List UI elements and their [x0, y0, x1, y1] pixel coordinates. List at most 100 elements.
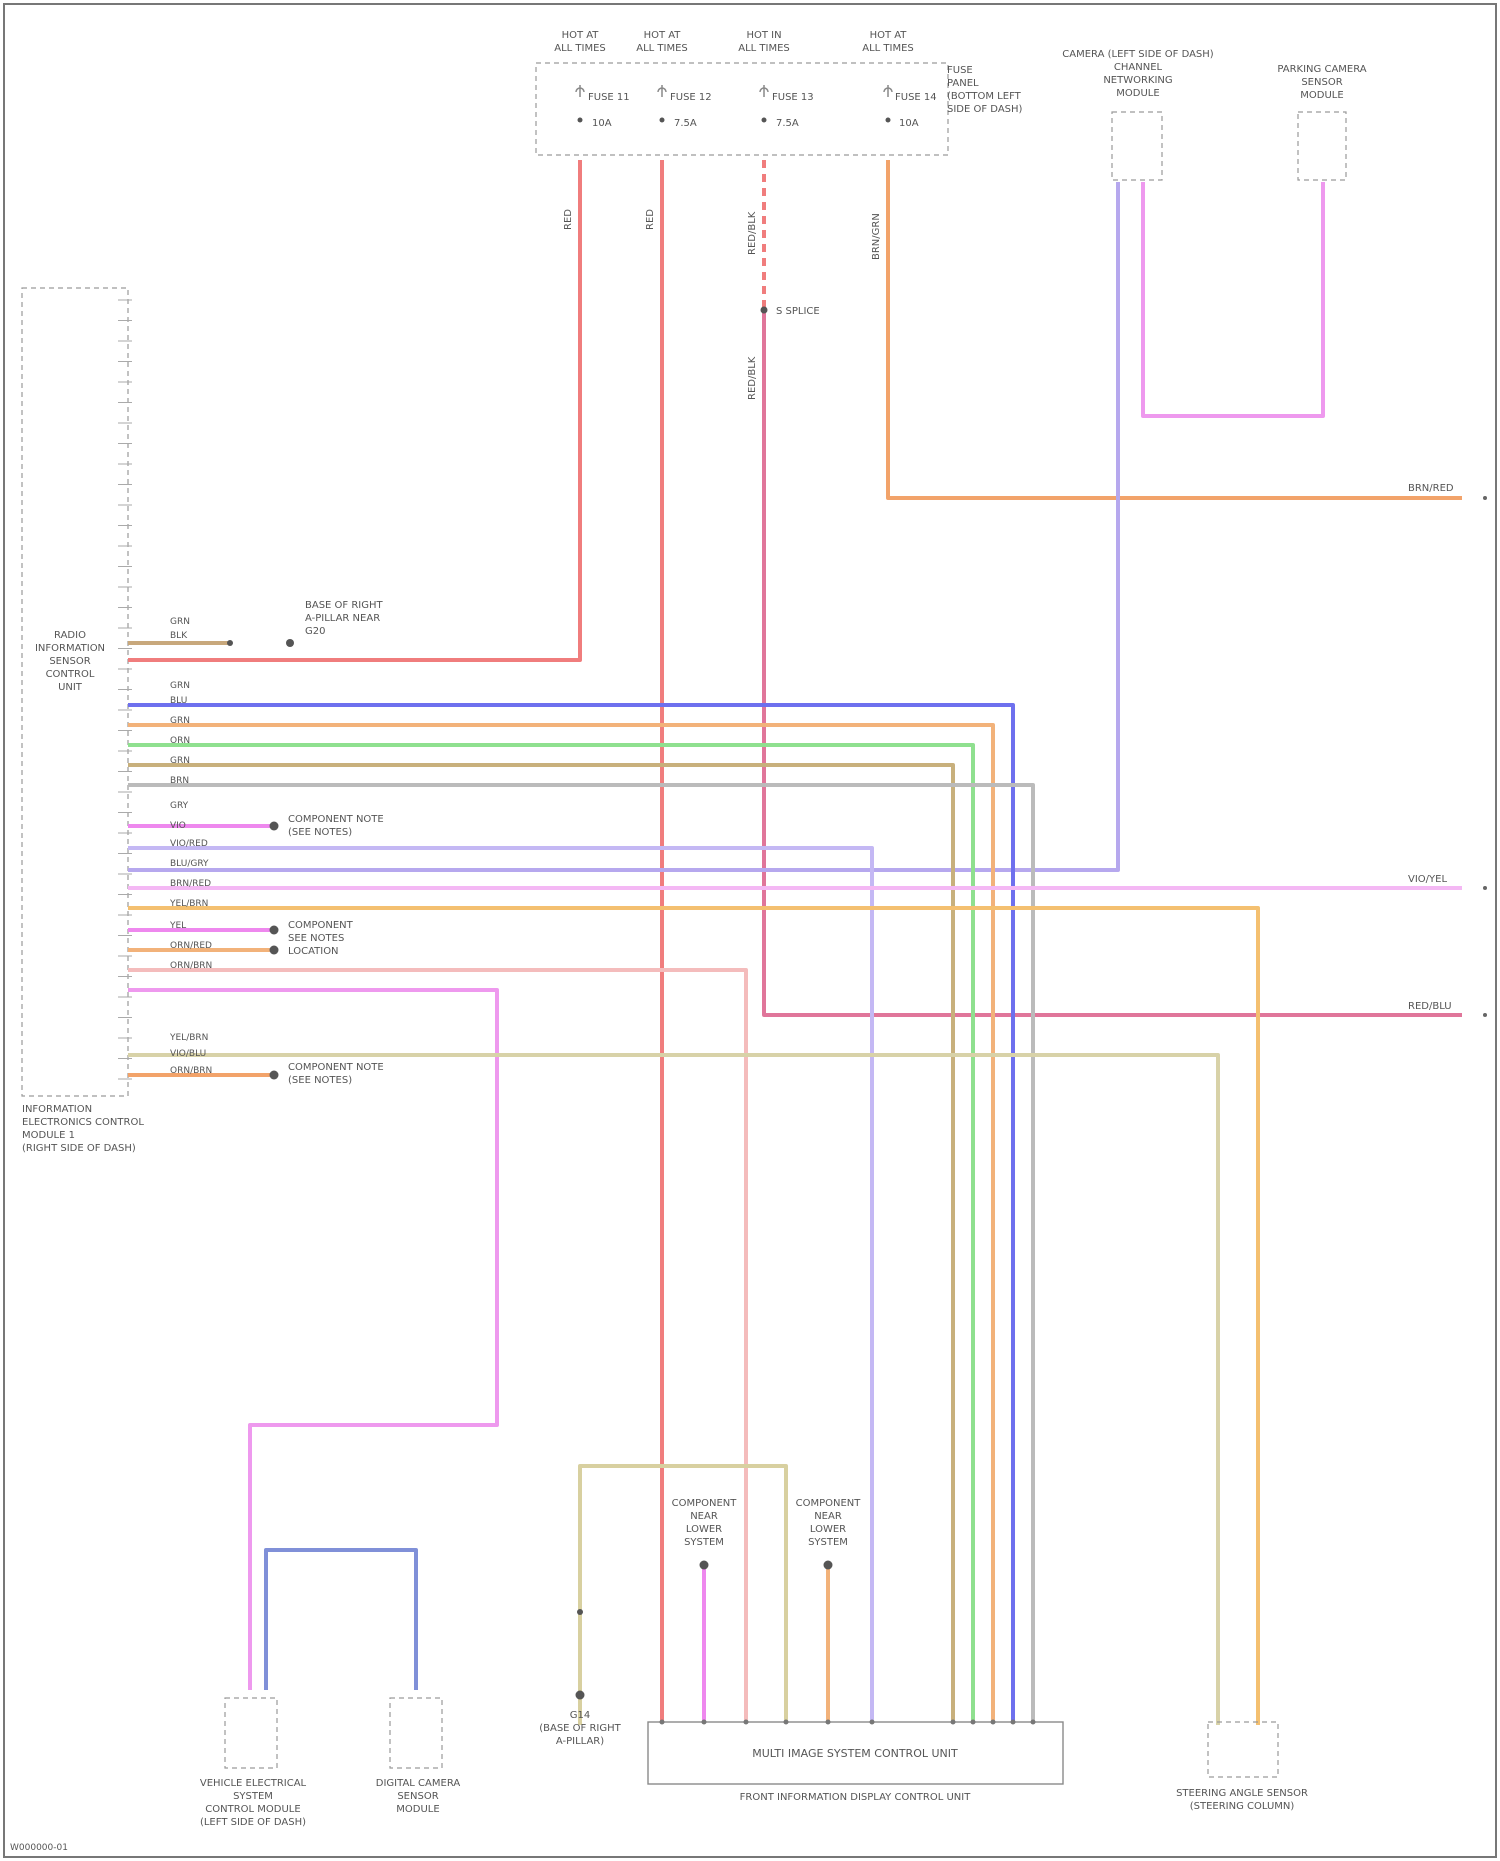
bnote-1-l4: SYSTEM — [684, 1537, 724, 1548]
bnote-1-l1: COMPONENT — [672, 1498, 738, 1509]
parking-module-label-1: PARKING CAMERA — [1277, 64, 1366, 75]
right-end-1: BRN/RED — [1408, 483, 1454, 494]
ecm-inner-4: CONTROL — [46, 669, 95, 680]
pin-label: YEL — [169, 921, 186, 931]
pin-label: BLU/GRY — [170, 859, 209, 869]
bottom-pin — [660, 1720, 665, 1725]
ground-bottom: G14 (BASE OF RIGHT A-PILLAR) — [539, 1710, 621, 1747]
pin-label: YEL/BRN — [169, 1033, 208, 1043]
wire-green-bus — [128, 745, 973, 1725]
fuse-box: FUSE PANEL (BOTTOM LEFT SIDE OF DASH) HO… — [536, 30, 1023, 155]
pin-label: VIO/RED — [170, 839, 208, 849]
parking-module-label-2: SENSOR — [1301, 77, 1342, 88]
ecm-inner-5: UNIT — [58, 682, 83, 693]
bottom-pin — [744, 1720, 749, 1725]
fuse-wire-labels: RED RED RED/BLK BRN/GRN RED/BLK — [563, 209, 882, 400]
camera-module-label-3: NETWORKING — [1103, 75, 1172, 86]
bnote-1-l2: NEAR — [690, 1511, 718, 1522]
note-1-line-1: COMPONENT NOTE — [288, 814, 384, 825]
pin-label: ORN/RED — [170, 941, 212, 951]
splice-label: S SPLICE — [776, 306, 820, 317]
wire-blue-bus — [128, 705, 1013, 1725]
wire-lavender-bus — [128, 848, 872, 1725]
fuse-dots — [578, 118, 891, 123]
parking-module: PARKING CAMERA SENSOR MODULE — [1277, 64, 1366, 180]
fuse-wire-3-color: RED/BLK — [747, 211, 758, 255]
bnote-2-l4: SYSTEM — [808, 1537, 848, 1548]
pin-label: BRN — [170, 776, 189, 786]
bl-module-2-l2: SENSOR — [397, 1791, 438, 1802]
camera-module-label-1: CAMERA (LEFT SIDE OF DASH) — [1062, 49, 1214, 60]
fuse-3-name: FUSE 13 — [772, 92, 814, 103]
fuse-box-label-3: (BOTTOM LEFT — [947, 91, 1022, 102]
ground-top-3: G20 — [305, 626, 325, 637]
fuse-box-label-2: PANEL — [947, 78, 979, 89]
bottom-pin — [1031, 1720, 1036, 1725]
fuse-wire-1-color: RED — [563, 209, 574, 230]
wire-brown-fuse4 — [888, 160, 1462, 498]
right-end-3: RED/BLU — [1408, 1001, 1452, 1012]
note-2-line-2: SEE NOTES — [288, 933, 344, 944]
pin-label: BLK — [170, 631, 188, 641]
fuse-3-amp: 7.5A — [776, 118, 799, 129]
ecm-inner-2: INFORMATION — [35, 643, 105, 654]
footer-code: W000000-01 — [10, 1843, 68, 1853]
steering-sensor-box — [1208, 1722, 1278, 1777]
pin-label: GRN — [170, 681, 190, 691]
junction-dots — [227, 307, 833, 1700]
wire-pink-bottomleft — [128, 990, 497, 1690]
fuse-3-hdr-2: ALL TIMES — [738, 43, 790, 54]
wire-blue-bottomleft — [266, 1550, 416, 1690]
fuse-wire-4-color: BRN/GRN — [871, 213, 882, 260]
pin-labels: GRNBLKGRNBLUGRNORNGRNBRNGRYVIOVIO/REDBLU… — [169, 617, 212, 1076]
note-1-line-2: (SEE NOTES) — [288, 827, 352, 838]
fuse-box-label-4: SIDE OF DASH) — [947, 104, 1023, 115]
wire-red-fuse1 — [128, 160, 580, 660]
pin-label: VIO/BLU — [170, 1049, 206, 1059]
multi-image-module-label: MULTI IMAGE SYSTEM CONTROL UNIT — [752, 1747, 958, 1760]
fuse-2-name: FUSE 12 — [670, 92, 712, 103]
parking-module-label-3: MODULE — [1300, 90, 1343, 101]
wire-lightpink-bus — [128, 970, 746, 1725]
camera-module-label-2: CHANNEL — [1114, 62, 1163, 73]
wire-pink-camera — [1143, 182, 1323, 416]
steering-sensor: STEERING ANGLE SENSOR (STEERING COLUMN) — [1176, 1722, 1308, 1812]
bottom-pin — [971, 1720, 976, 1725]
bottom-notes: COMPONENT NEAR LOWER SYSTEM COMPONENT NE… — [672, 1498, 862, 1548]
camera-module-box — [1112, 112, 1162, 180]
bl-module-1-l2: SYSTEM — [233, 1791, 273, 1802]
ecm-inner-1: RADIO — [54, 630, 86, 641]
bottom-left-modules: VEHICLE ELECTRICAL SYSTEM CONTROL MODULE… — [200, 1698, 461, 1828]
fuse-box-label-1: FUSE — [947, 65, 973, 76]
fuse-3-hdr-1: HOT IN — [746, 30, 781, 41]
fuse-2-hdr-1: HOT AT — [644, 30, 682, 41]
information-module: RADIO INFORMATION SENSOR CONTROL UNIT IN… — [22, 288, 144, 1154]
camera-module: CAMERA (LEFT SIDE OF DASH) CHANNEL NETWO… — [1062, 49, 1214, 180]
bl-module-2-l1: DIGITAL CAMERA — [376, 1778, 461, 1789]
ground-bottom-2: (BASE OF RIGHT — [539, 1723, 621, 1734]
note-2-line-1: COMPONENT — [288, 920, 354, 931]
ground-bottom-1: G14 — [570, 1710, 590, 1721]
bottom-pin — [826, 1720, 831, 1725]
note-3-line-2: (SEE NOTES) — [288, 1075, 352, 1086]
pin-ticks — [118, 300, 132, 1079]
ecm-inner-3: SENSOR — [49, 656, 90, 667]
fuse-4-hdr-2: ALL TIMES — [862, 43, 914, 54]
bl-module-2-box — [390, 1698, 442, 1768]
fuse-1-name: FUSE 11 — [588, 92, 630, 103]
wire-orange-bus — [128, 725, 993, 1725]
bl-module-2-l3: MODULE — [396, 1804, 439, 1815]
pin-label: ORN/BRN — [170, 961, 212, 971]
note-2-line-3: LOCATION — [288, 946, 339, 957]
bl-module-1-l3: CONTROL MODULE — [205, 1804, 300, 1815]
parking-module-box — [1298, 112, 1346, 180]
pin-label: GRN — [170, 756, 190, 766]
wire-orange-steering — [128, 908, 1258, 1725]
note-3-line-1: COMPONENT NOTE — [288, 1062, 384, 1073]
multi-image-module-sub: FRONT INFORMATION DISPLAY CONTROL UNIT — [740, 1792, 972, 1803]
fuse-box-frame — [536, 63, 948, 155]
fuse-2-hdr-2: ALL TIMES — [636, 43, 688, 54]
pin-label: ORN — [170, 736, 190, 746]
ground-top: BASE OF RIGHT A-PILLAR NEAR G20 — [305, 600, 384, 637]
